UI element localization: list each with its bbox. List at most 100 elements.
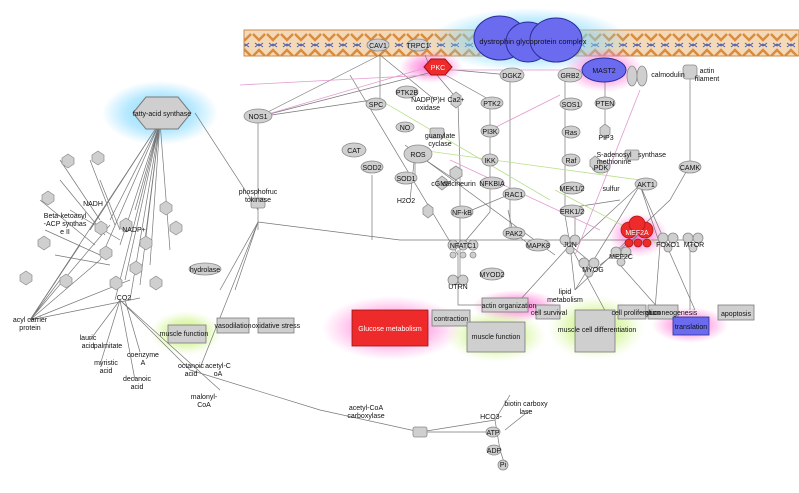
contraction-box[interactable] (431, 309, 471, 327)
oxidative-stress-box[interactable] (257, 317, 295, 334)
fatty-acid-synthase-node[interactable] (132, 96, 192, 130)
nfkb-node[interactable] (450, 205, 474, 219)
coenzymeA-label-1: coenzyme (127, 352, 159, 359)
ptk2b-node[interactable] (395, 85, 419, 99)
cav1-node[interactable] (366, 38, 390, 52)
raf-node[interactable] (561, 153, 581, 167)
h2o2-node[interactable] (422, 203, 434, 219)
calmodulin-node[interactable] (682, 64, 698, 80)
acc-label-1: acetyl-CoA (349, 405, 384, 412)
atp-node[interactable] (485, 426, 501, 438)
mek12-node[interactable] (559, 181, 585, 195)
raf-label: Raf (566, 158, 577, 165)
camk-node[interactable] (678, 160, 702, 174)
mapk8-label: MAPK8 (526, 243, 550, 250)
dgkz-label: DGKZ (502, 73, 522, 80)
actin-organization-label: actin organization (482, 303, 537, 310)
translation-box[interactable] (672, 316, 710, 336)
nadph-label-2: oxidase (416, 105, 440, 112)
guanylate-cyclase-node[interactable] (429, 127, 445, 139)
glucose-metabolism-box[interactable] (351, 309, 429, 347)
dgkz-node[interactable] (499, 67, 525, 83)
ikk-node[interactable] (481, 153, 499, 167)
no-node[interactable] (395, 121, 415, 133)
cell-survival-box[interactable] (535, 304, 561, 320)
dystrophin-complex-node[interactable] (473, 15, 583, 63)
muscle-function-left-box[interactable] (167, 324, 207, 344)
mast2-node[interactable] (581, 57, 627, 83)
ros-node[interactable] (403, 144, 433, 164)
hydrolase-node[interactable] (188, 262, 222, 276)
ras-node[interactable] (561, 125, 581, 139)
pip3-node[interactable] (599, 123, 611, 139)
octanoic-label-1: octanoic (178, 363, 205, 370)
pak2-node[interactable] (502, 226, 526, 240)
mtor-node[interactable] (682, 232, 704, 253)
nos1-node[interactable] (243, 108, 273, 124)
ros-label: ROS (410, 152, 426, 159)
actin-filament-label-2: filament (695, 76, 720, 83)
betaketo-label-3: e II (60, 229, 70, 236)
lauric-label-1: lauric (80, 335, 97, 342)
coenzymeA-label-2: A (141, 360, 146, 367)
akt1-node[interactable] (634, 177, 658, 191)
cell-proliferation-box[interactable] (617, 304, 647, 320)
acyl-carrier-label-2: protein (19, 325, 41, 332)
muscle-function-mid-box[interactable] (466, 321, 526, 353)
cgmp-label: cGMP (431, 181, 451, 188)
ptk2-label: PTK2 (483, 101, 501, 108)
grb2-node[interactable] (557, 67, 583, 83)
sadenosyl-node[interactable] (589, 155, 601, 171)
spc-label: SPC (369, 102, 383, 109)
sod2-node[interactable] (360, 160, 384, 174)
camk-label: CAMK (680, 165, 701, 172)
calcineurin-node[interactable] (449, 165, 463, 181)
rac1-node[interactable] (502, 187, 526, 201)
trpc1-node[interactable] (406, 38, 430, 52)
actin-organization-box[interactable] (481, 297, 529, 313)
phosphofruc-label-2: tokinase (245, 197, 271, 204)
ca2-node[interactable] (450, 91, 462, 109)
phosphofructokinase-node[interactable] (250, 197, 266, 209)
actin-filament-node[interactable] (626, 65, 648, 87)
cgmp-node[interactable] (436, 175, 448, 191)
hydrolase-label: hydrolase (190, 267, 220, 274)
no-label: NO (400, 125, 411, 132)
pi-node[interactable] (497, 459, 509, 471)
sod2-label: SOD2 (362, 165, 381, 172)
pi3k-node[interactable] (480, 124, 500, 138)
foxo1-node[interactable] (657, 232, 679, 253)
erk12-node[interactable] (559, 204, 585, 218)
apoptosis-box[interactable] (717, 304, 755, 321)
synthase-node[interactable] (624, 149, 640, 161)
nfatc1-node[interactable] (447, 239, 479, 259)
mef2c-node[interactable] (610, 246, 632, 267)
myristic-label-2: acid (100, 368, 113, 375)
calcineurin-label: calcineurin (442, 181, 476, 188)
pkc-node[interactable] (423, 58, 453, 76)
gluconeogenesis-box[interactable] (647, 304, 679, 320)
spc-node[interactable] (365, 97, 387, 111)
pten-node[interactable] (594, 96, 616, 110)
muscle-function-left-label: muscle function (160, 331, 209, 338)
jun-label: JUN (563, 242, 577, 249)
cat-node[interactable] (341, 142, 367, 158)
myod2-node[interactable] (479, 267, 505, 281)
myog-node[interactable] (578, 257, 600, 278)
mef2a-node[interactable] (620, 215, 654, 248)
ptk2-node[interactable] (480, 96, 504, 110)
mapk8-node[interactable] (525, 238, 551, 252)
lauric-label-2: acid (82, 343, 95, 350)
nfkbia-node[interactable] (479, 176, 505, 190)
cell-differentiation-box[interactable] (574, 309, 616, 353)
acetylcoa-label-1: acetyl-C (205, 363, 231, 370)
sos1-node[interactable] (559, 97, 583, 111)
utrn-node[interactable] (447, 274, 469, 286)
adp-node[interactable] (486, 444, 502, 456)
sod1-node[interactable] (394, 171, 418, 185)
acc-node[interactable] (412, 426, 428, 438)
sadenosyl-label-1: S-adenosyl (596, 152, 631, 159)
vasodilation-box[interactable] (216, 317, 250, 334)
oxidative-stress-label: oxidative stress (252, 323, 301, 330)
jun-node[interactable] (559, 234, 581, 255)
